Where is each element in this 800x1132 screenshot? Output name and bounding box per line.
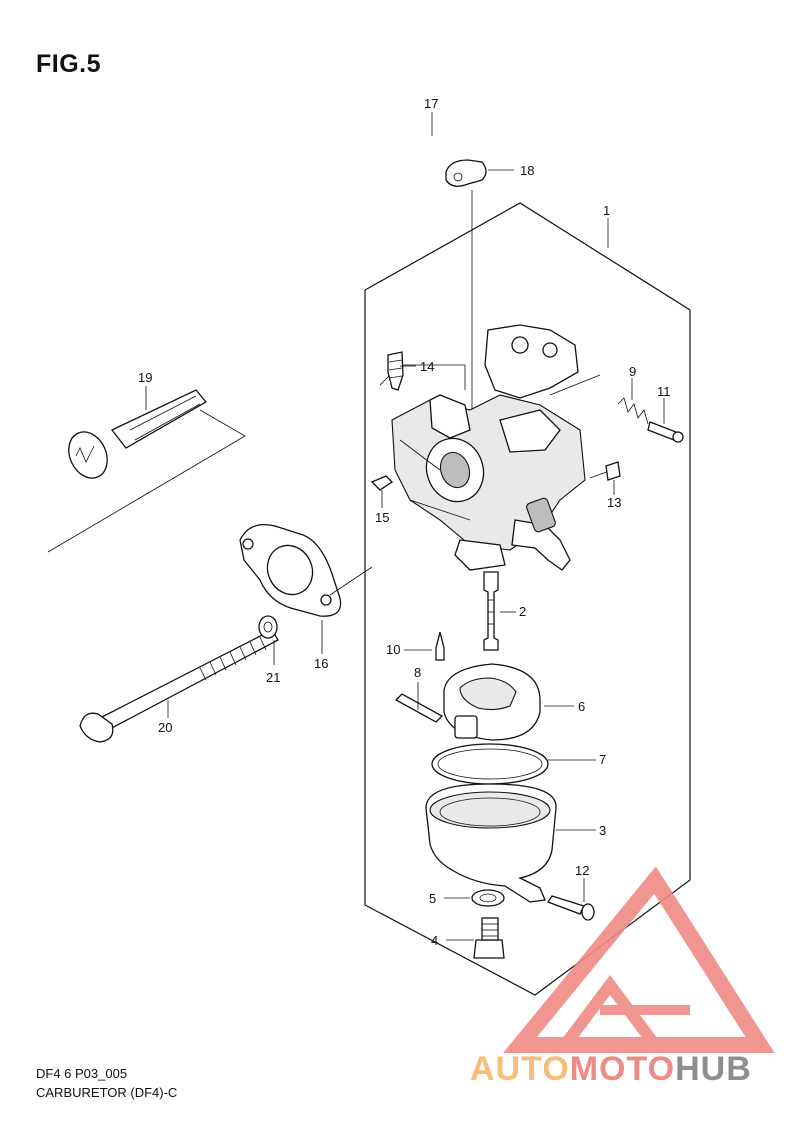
diagram-code: DF4 6 P03_005 xyxy=(36,1066,128,1081)
callout-6: 6 xyxy=(578,699,585,714)
callout-11: 11 xyxy=(657,384,671,399)
choke-knob-19 xyxy=(47,389,246,553)
callout-16: 16 xyxy=(314,656,328,671)
float-6 xyxy=(443,663,574,741)
callout-4: 4 xyxy=(431,933,438,948)
callout-10: 10 xyxy=(386,642,400,657)
callout-14: 14 xyxy=(420,359,434,374)
screw-15 xyxy=(370,475,394,508)
oring-7 xyxy=(431,743,596,785)
callout-1: 1 xyxy=(603,203,610,218)
callout-9: 9 xyxy=(629,364,636,379)
screw-13 xyxy=(605,461,621,495)
watermark-part-auto: AUTO xyxy=(470,1050,570,1088)
screw-12 xyxy=(547,878,595,921)
callout-labels: 1 2 3 4 5 6 7 8 9 10 11 12 13 14 15 16 1… xyxy=(138,96,671,948)
needle-10 xyxy=(404,631,445,661)
washer-5 xyxy=(444,889,505,907)
carburetor-body xyxy=(379,324,613,571)
watermark-text: AUTOMOTOHUB xyxy=(470,1050,752,1089)
callout-3: 3 xyxy=(599,823,606,838)
gasket-16 xyxy=(239,523,373,617)
callout-19: 19 xyxy=(138,370,152,385)
screw-11 xyxy=(647,398,684,443)
pin-8 xyxy=(394,682,444,723)
nozzle-2 xyxy=(483,571,516,651)
callout-20: 20 xyxy=(158,720,172,735)
callout-17: 17 xyxy=(424,96,438,111)
watermark-part-hub: HUB xyxy=(675,1050,752,1088)
clip-18 xyxy=(445,159,487,420)
spring-9 xyxy=(617,378,649,425)
diagram-caption: CARBURETOR (DF4)-C xyxy=(36,1085,178,1100)
callout-21: 21 xyxy=(266,670,280,685)
float-bowl-3 xyxy=(425,783,596,903)
leader-lines xyxy=(145,112,609,718)
drain-plug-4 xyxy=(446,917,505,959)
figure-title: FIG.5 xyxy=(36,50,102,78)
bolt-20 xyxy=(79,629,279,743)
callout-2: 2 xyxy=(519,604,526,619)
callout-7: 7 xyxy=(599,752,606,767)
callout-13: 13 xyxy=(607,495,621,510)
callout-12: 12 xyxy=(575,863,589,878)
rod-17 xyxy=(84,116,480,586)
callout-15: 15 xyxy=(375,510,389,525)
callout-8: 8 xyxy=(414,665,421,680)
screw-14 xyxy=(387,351,404,391)
assembly-outline xyxy=(364,202,691,996)
watermark-logo xyxy=(503,866,775,1053)
watermark-part-moto: MOTO xyxy=(569,1050,676,1088)
callout-18: 18 xyxy=(520,163,534,178)
washer-21 xyxy=(258,615,278,665)
callout-5: 5 xyxy=(429,891,436,906)
